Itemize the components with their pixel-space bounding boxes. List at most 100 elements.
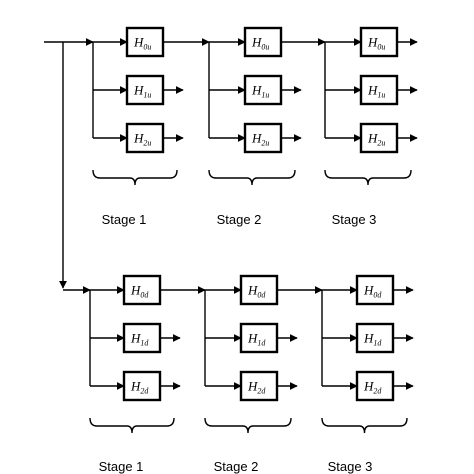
filter-label: H0d xyxy=(130,283,149,300)
filter-box-h2d: H2d xyxy=(355,370,395,402)
filter-box-h2d: H2d xyxy=(239,370,279,402)
filter-box-frame xyxy=(359,74,399,106)
filter-box-h0u: H0u xyxy=(125,26,165,58)
filter-label-sub: 2u xyxy=(143,139,151,148)
filter-box-h0u: H0u xyxy=(359,26,399,58)
filter-label-main: H xyxy=(367,83,378,98)
filter-box-h2u: H2u xyxy=(359,122,399,154)
filter-label-sub: 1u xyxy=(143,91,151,100)
bank1-stage1-brace xyxy=(92,169,178,186)
filter-label: H2d xyxy=(247,379,266,396)
filter-label-sub: 1d xyxy=(257,339,266,348)
filter-label-main: H xyxy=(363,331,374,346)
filter-label: H2u xyxy=(133,131,151,148)
filter-label-sub: 2d xyxy=(140,387,149,396)
filter-box-frame xyxy=(122,274,162,306)
filter-box-h2u: H2u xyxy=(243,122,283,154)
filter-label: H0d xyxy=(247,283,266,300)
filter-label-main: H xyxy=(130,331,141,346)
filter-label-sub: 1d xyxy=(140,339,149,348)
filter-label: H2u xyxy=(367,131,385,148)
filter-label-sub: 2u xyxy=(261,139,269,148)
filter-box-frame xyxy=(125,122,165,154)
bank2-stage-label-1: Stage 1 xyxy=(99,459,144,474)
filter-label-sub: 0d xyxy=(373,291,382,300)
filter-label-sub: 2d xyxy=(373,387,382,396)
filter-box-h1u: H1u xyxy=(243,74,283,106)
bank1-stage-label-2: Stage 2 xyxy=(217,212,262,227)
filter-box-frame xyxy=(125,26,165,58)
filter-box-h1u: H1u xyxy=(359,74,399,106)
filter-box-frame xyxy=(355,322,395,354)
filter-box-frame xyxy=(239,370,279,402)
filter-label-main: H xyxy=(247,379,258,394)
bank2-stage2-brace xyxy=(204,417,292,434)
filter-box-h1d: H1d xyxy=(122,322,162,354)
bank1-stage-label-3: Stage 3 xyxy=(332,212,377,227)
filter-box-h2u: H2u xyxy=(125,122,165,154)
filter-box-frame xyxy=(359,26,399,58)
filter-label-main: H xyxy=(133,35,144,50)
filter-box-h1u: H1u xyxy=(125,74,165,106)
filter-label-sub: 1d xyxy=(373,339,382,348)
filter-label: H1u xyxy=(367,83,385,100)
filter-label-sub: 2u xyxy=(377,139,385,148)
filter-label: H1d xyxy=(363,331,382,348)
filter-label-main: H xyxy=(130,283,141,298)
filter-label-main: H xyxy=(133,83,144,98)
filter-label-main: H xyxy=(251,35,262,50)
bank1-stage3-brace xyxy=(324,169,412,186)
filter-label-main: H xyxy=(133,131,144,146)
filter-box-frame xyxy=(125,74,165,106)
filter-label-main: H xyxy=(247,283,258,298)
filter-box-h0d: H0d xyxy=(239,274,279,306)
filter-label: H2u xyxy=(251,131,269,148)
filter-label: H1u xyxy=(133,83,151,100)
filter-label-main: H xyxy=(251,131,262,146)
filter-label-main: H xyxy=(130,379,141,394)
filter-box-h1d: H1d xyxy=(239,322,279,354)
filter-label-sub: 2d xyxy=(257,387,266,396)
filter-label-sub: 1u xyxy=(377,91,385,100)
bank2-stage-label-3: Stage 3 xyxy=(328,459,373,474)
filter-box-h1d: H1d xyxy=(355,322,395,354)
filter-box-frame xyxy=(243,122,283,154)
filter-box-frame xyxy=(355,370,395,402)
filter-box-h0d: H0d xyxy=(122,274,162,306)
filter-box-frame xyxy=(243,74,283,106)
filter-label: H0u xyxy=(133,35,151,52)
filter-label: H1d xyxy=(130,331,149,348)
filter-box-frame xyxy=(243,26,283,58)
filter-box-frame xyxy=(239,274,279,306)
filter-label: H0u xyxy=(251,35,269,52)
filter-label-sub: 0u xyxy=(261,43,269,52)
bank2-stage3-brace xyxy=(321,417,408,434)
bank2-stage-label-2: Stage 2 xyxy=(214,459,259,474)
filter-label-main: H xyxy=(247,331,258,346)
filter-label-main: H xyxy=(363,379,374,394)
filter-box-h0u: H0u xyxy=(243,26,283,58)
filter-label-main: H xyxy=(363,283,374,298)
filter-label: H1d xyxy=(247,331,266,348)
filter-label: H2d xyxy=(363,379,382,396)
filter-label: H0d xyxy=(363,283,382,300)
bank1-stage-label-1: Stage 1 xyxy=(102,212,147,227)
filter-label-sub: 0u xyxy=(143,43,151,52)
filter-label-main: H xyxy=(251,83,262,98)
filter-label-sub: 0u xyxy=(377,43,385,52)
filter-box-frame xyxy=(355,274,395,306)
bank1-stage2-brace xyxy=(208,169,296,186)
filter-label-main: H xyxy=(367,35,378,50)
filter-label-sub: 0d xyxy=(140,291,149,300)
filter-label-sub: 1u xyxy=(261,91,269,100)
filter-box-h0d: H0d xyxy=(355,274,395,306)
filter-box-frame xyxy=(122,370,162,402)
filter-box-frame xyxy=(359,122,399,154)
connection-lines xyxy=(44,38,418,434)
filter-box-frame xyxy=(122,322,162,354)
filter-label-main: H xyxy=(367,131,378,146)
filter-box-frame xyxy=(239,322,279,354)
filter-box-h2d: H2d xyxy=(122,370,162,402)
